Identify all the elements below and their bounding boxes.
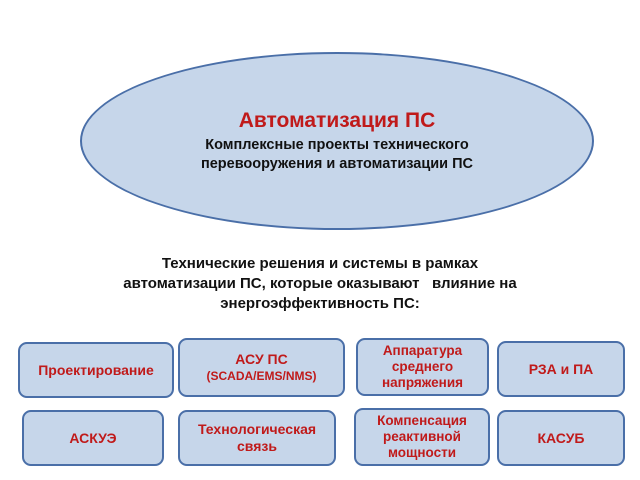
box-tech-comm-line1: Технологическая bbox=[197, 421, 317, 437]
box-apparatus-line3: напряжения bbox=[382, 375, 463, 390]
main-subtitle-line1: Комплексные проекты технического bbox=[205, 137, 469, 153]
caption-line1: Технические решения и системы в рамках bbox=[161, 255, 479, 272]
box-rza-label: РЗА и ПА bbox=[528, 360, 594, 377]
box-compensation-line3: мощности bbox=[387, 445, 457, 460]
box-apparatus: Аппаратура среднего напряжения bbox=[356, 338, 489, 396]
box-kasub-label: КАСУБ bbox=[537, 429, 585, 446]
caption-line2: автоматизации ПС, которые оказывают влия… bbox=[123, 275, 517, 292]
box-asu-line1: АСУ ПС bbox=[235, 350, 288, 367]
main-title: Автоматизация ПС bbox=[238, 109, 436, 132]
box-tech-comm: Технологическая связь bbox=[178, 410, 336, 466]
box-compensation-line1: Компенсация bbox=[377, 413, 467, 428]
box-design: Проектирование bbox=[18, 342, 174, 398]
caption-line3: энергоэффективность ПС: bbox=[220, 295, 420, 312]
box-apparatus-line1: Аппаратура bbox=[382, 343, 463, 358]
box-tech-comm-line2: связь bbox=[237, 438, 277, 454]
box-kasub: КАСУБ bbox=[497, 410, 625, 466]
box-apparatus-line2: среднего bbox=[391, 359, 454, 374]
box-design-label: Проектирование bbox=[38, 361, 154, 378]
box-compensation-line2: реактивной bbox=[383, 429, 461, 444]
box-rza: РЗА и ПА bbox=[497, 341, 625, 397]
box-askue: АСКУЭ bbox=[22, 410, 164, 466]
box-asu-line2: (SCADA/EMS/NMS) bbox=[206, 368, 317, 383]
box-asu: АСУ ПС (SCADA/EMS/NMS) bbox=[178, 338, 345, 397]
main-subtitle-line2: перевооружения и автоматизации ПС bbox=[200, 156, 474, 172]
caption: Технические решения и системы в рамках а… bbox=[60, 254, 580, 314]
box-askue-label: АСКУЭ bbox=[69, 429, 117, 446]
main-ellipse bbox=[80, 52, 594, 230]
box-compensation: Компенсация реактивной мощности bbox=[354, 408, 490, 466]
main-ellipse-text: Автоматизация ПС Комплексные проекты тех… bbox=[120, 108, 554, 174]
